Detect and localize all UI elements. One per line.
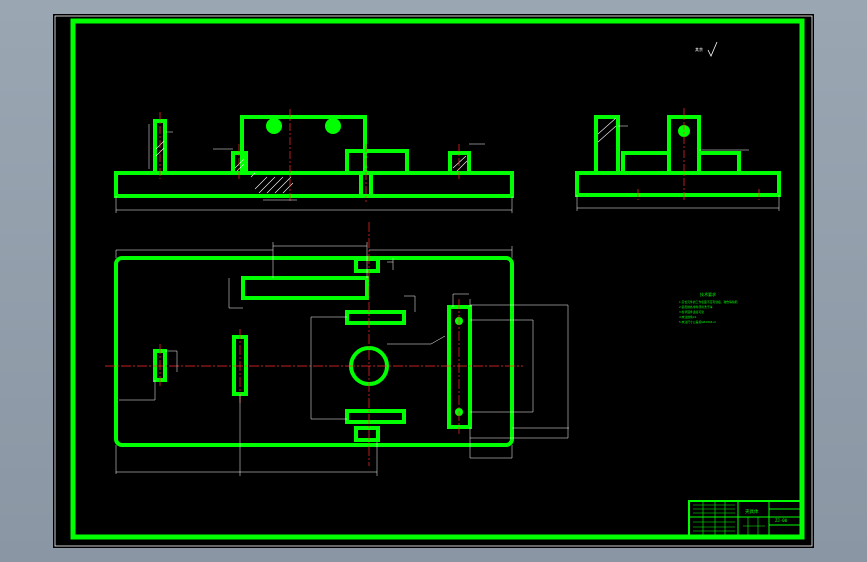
drawing-name: 夹具体 (745, 508, 759, 515)
side-view-dimensions (576, 125, 780, 211)
surface-finish-label: 其余 (695, 46, 703, 52)
tech-req-line: 1.定位元件的工作表面不应有划痕、碰伤等缺陷 (679, 300, 738, 304)
tech-req-line: 2.装配前各零件须清洗干净 (679, 305, 713, 309)
surface-finish-note: 其余 (695, 41, 718, 57)
top-view (114, 256, 514, 447)
tech-req-heading: 技术要求 (700, 291, 716, 297)
tech-req-line: 3.各紧固件连接可靠 (679, 310, 704, 314)
drawing-sheet: 其余 (53, 14, 814, 548)
inner-border (70, 18, 805, 540)
tech-req-line: 5.未注尺寸公差按GB1804-m (679, 320, 716, 324)
title-block: 夹具体 ZJ-00 (688, 500, 802, 537)
technical-requirements: 技术要求 1.定位元件的工作表面不应有划痕、碰伤等缺陷 2.装配前各零件须清洗干… (679, 291, 738, 324)
side-view-hatch (597, 117, 617, 143)
drawing-number: ZJ-00 (775, 518, 788, 523)
top-view-dimensions (115, 242, 569, 476)
front-view (114, 115, 514, 198)
cad-drawing: 其余 (54, 15, 813, 547)
top-view-centerlines (105, 222, 523, 466)
side-view-centerlines (637, 108, 760, 202)
front-view-hatch (155, 140, 468, 194)
front-view-centerlines (159, 109, 460, 202)
side-view (575, 115, 781, 197)
tech-req-line: 4.未注倒角C1 (679, 315, 697, 319)
outer-border (54, 15, 813, 547)
front-view-dimensions (115, 124, 513, 213)
